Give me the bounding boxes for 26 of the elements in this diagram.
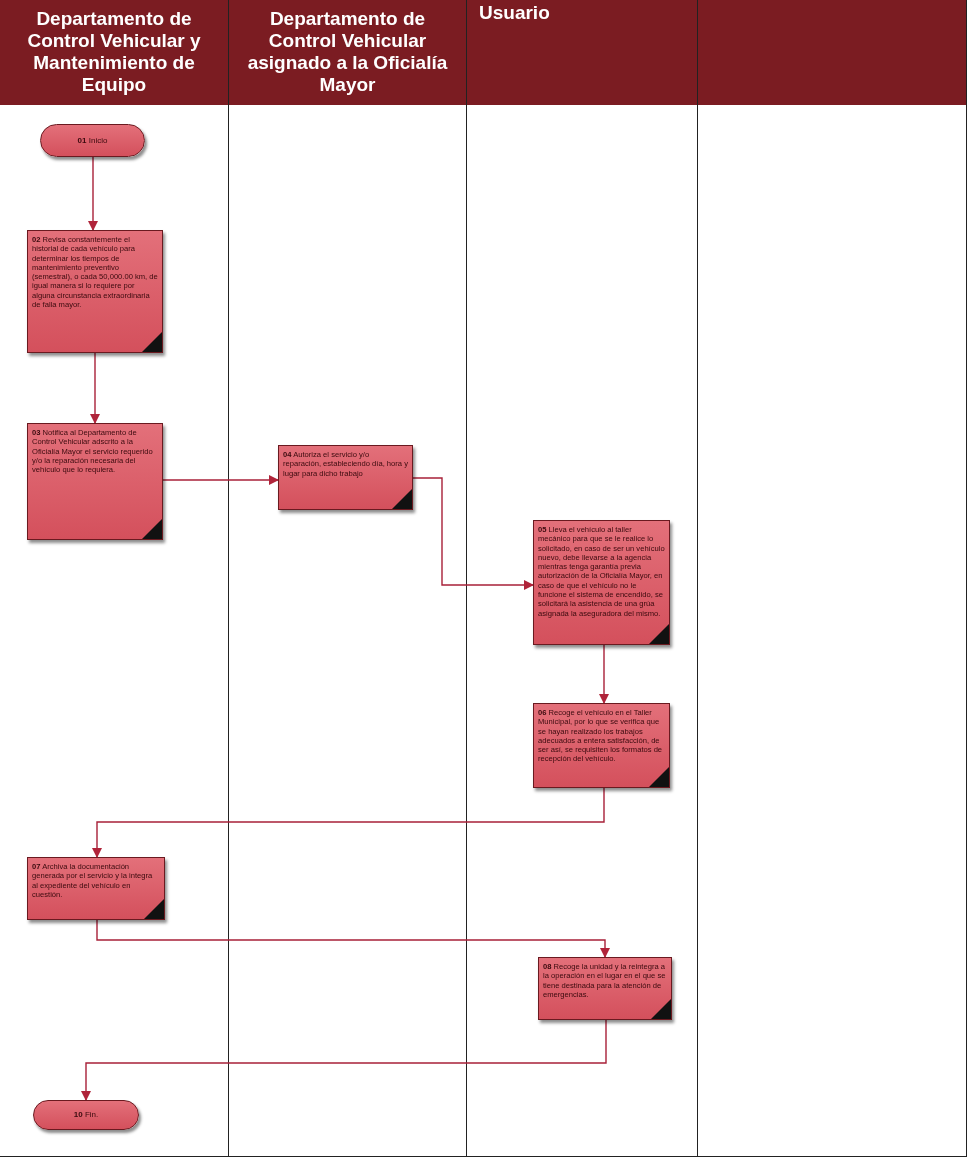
process-box — [533, 520, 670, 645]
process-box — [538, 957, 672, 1020]
arrow — [90, 352, 100, 424]
process-box — [27, 857, 165, 920]
lane-header: Departamento de Control Vehicular y Mantenimiento de Equipo — [0, 0, 228, 105]
terminator-shape — [33, 1100, 139, 1130]
swimlane — [0, 0, 229, 1157]
lane-header: Departamento de Control Vehicular asignado a la Oficialía Mayor — [229, 0, 466, 105]
swimlane — [229, 0, 467, 1157]
lane-header: Usuario — [467, 0, 697, 105]
arrow — [88, 156, 98, 231]
arrow — [92, 787, 605, 858]
arrow — [412, 477, 534, 590]
process-box — [27, 230, 163, 353]
arrow — [599, 644, 609, 704]
arrow — [162, 475, 279, 485]
process-box — [533, 703, 670, 788]
process-box — [278, 445, 413, 510]
arrow — [96, 919, 610, 958]
process-box — [27, 423, 163, 540]
terminator-shape — [40, 124, 145, 157]
swimlane — [467, 0, 698, 1157]
step-text: 10 Fin. — [73, 1110, 99, 1120]
arrow — [81, 1019, 607, 1101]
step-text: 01 Inicio — [77, 135, 108, 146]
swimlane — [698, 0, 967, 1157]
